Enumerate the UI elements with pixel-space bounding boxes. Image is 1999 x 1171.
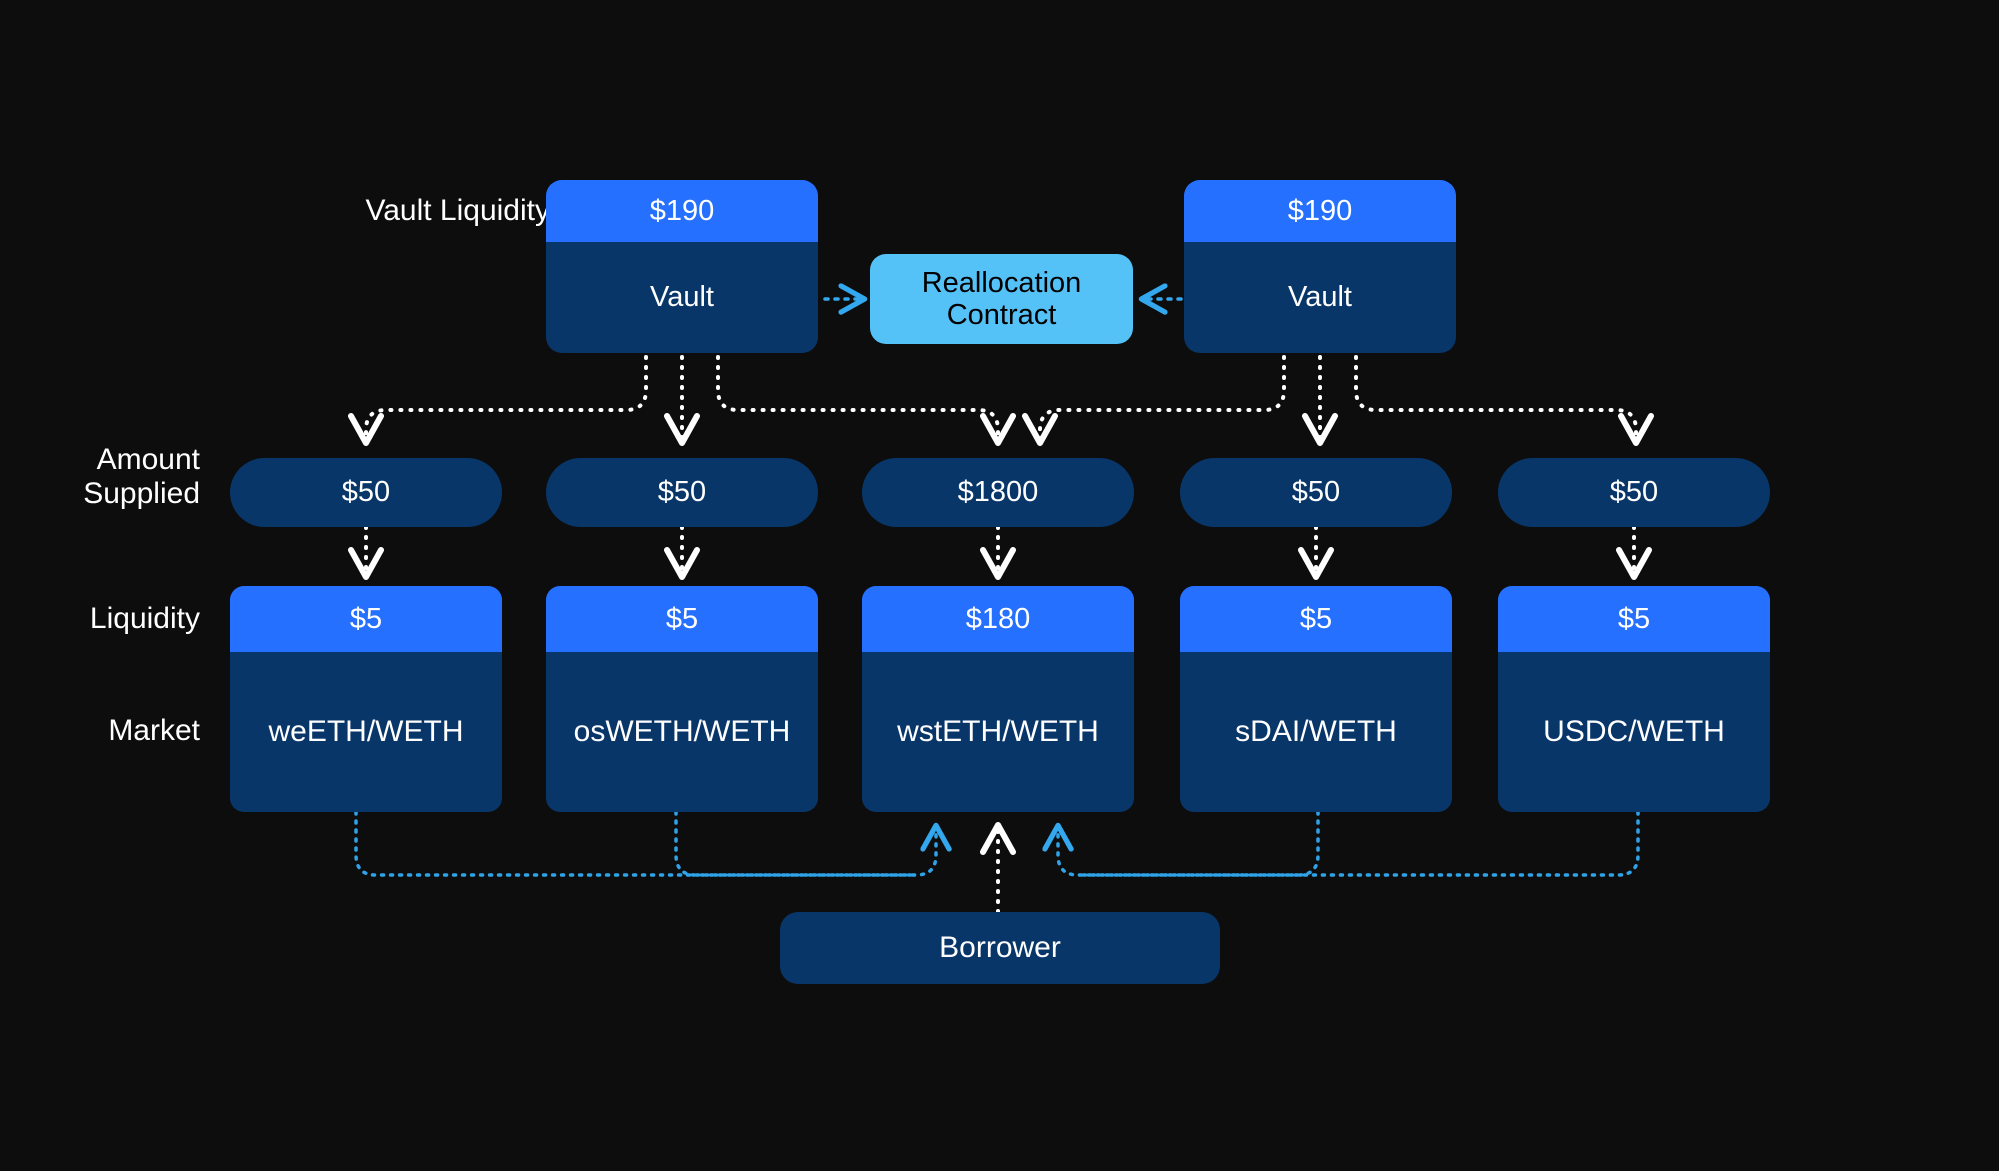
vault-right-label: Vault <box>1288 281 1352 313</box>
market-5[interactable]: $5 USDC/WETH <box>1498 586 1770 812</box>
market-2[interactable]: $5 osWETH/WETH <box>546 586 818 812</box>
connector-amount-to-market <box>348 525 1652 580</box>
amount-supplied-4-value: $50 <box>1291 476 1341 508</box>
row-label-amount-supplied: Amount Supplied <box>83 443 200 510</box>
vault-left-label: Vault <box>650 281 714 313</box>
amount-supplied-3[interactable]: $1800 <box>862 458 1134 527</box>
connector-vault-right-to-amounts <box>1022 355 1654 446</box>
market-3-name: wstETH/WETH <box>897 715 1099 748</box>
connector-markets-left-to-borrower <box>354 810 952 877</box>
borrower[interactable]: Borrower <box>780 912 1220 984</box>
reallocation-contract-label: Reallocation Contract <box>921 266 1082 331</box>
market-4[interactable]: $5 sDAI/WETH <box>1180 586 1452 812</box>
amount-supplied-2[interactable]: $50 <box>546 458 818 527</box>
market-2-liquidity: $5 <box>546 586 818 652</box>
market-3-liquidity: $180 <box>862 586 1134 652</box>
vault-left-liquidity: $190 <box>546 180 818 242</box>
row-label-market: Market <box>108 714 200 747</box>
amount-supplied-1[interactable]: $50 <box>230 458 502 527</box>
amount-supplied-3-value: $1800 <box>957 476 1039 508</box>
row-label-vault-liquidity: Vault Liquidity <box>365 194 550 227</box>
market-1-name: weETH/WETH <box>268 715 464 748</box>
amount-supplied-1-value: $50 <box>341 476 391 508</box>
market-2-name: osWETH/WETH <box>573 715 791 748</box>
market-1[interactable]: $5 weETH/WETH <box>230 586 502 812</box>
row-label-liquidity: Liquidity <box>89 602 200 635</box>
market-3[interactable]: $180 wstETH/WETH <box>862 586 1134 812</box>
market-1-liquidity: $5 <box>230 586 502 652</box>
connector-markets-right-to-borrower <box>1042 810 1640 877</box>
vault-left[interactable]: $190 Vault <box>546 180 818 353</box>
market-5-name: USDC/WETH <box>1543 715 1725 748</box>
market-4-name: sDAI/WETH <box>1235 715 1397 748</box>
connector-vault-left-to-amounts <box>348 355 1016 446</box>
amount-supplied-2-value: $50 <box>657 476 707 508</box>
market-5-liquidity: $5 <box>1498 586 1770 652</box>
vault-right[interactable]: $190 Vault <box>1184 180 1456 353</box>
borrower-label: Borrower <box>939 931 1061 964</box>
vault-right-liquidity: $190 <box>1184 180 1456 242</box>
amount-supplied-5-value: $50 <box>1609 476 1659 508</box>
reallocation-contract[interactable]: Reallocation Contract <box>870 254 1133 344</box>
amount-supplied-5[interactable]: $50 <box>1498 458 1770 527</box>
amount-supplied-4[interactable]: $50 <box>1180 458 1452 527</box>
market-4-liquidity: $5 <box>1180 586 1452 652</box>
